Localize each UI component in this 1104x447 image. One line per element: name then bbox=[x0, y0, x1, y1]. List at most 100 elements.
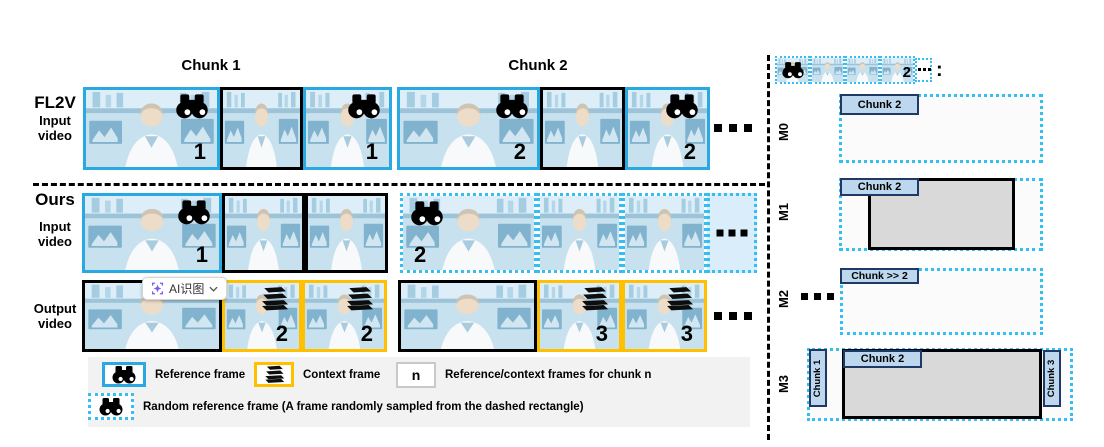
video-frame: 3 bbox=[622, 280, 707, 352]
n-box-swatch: n bbox=[396, 362, 436, 388]
random-reference-frame-swatch bbox=[88, 393, 134, 420]
vertical-dashed-divider bbox=[767, 55, 770, 440]
m3-label: M3 bbox=[776, 374, 791, 394]
binoculars-icon bbox=[664, 93, 700, 119]
m3-chunk1-label: Chunk 1 bbox=[812, 359, 824, 397]
frame-number: 3 bbox=[680, 321, 693, 346]
ellipsis-dots bbox=[918, 68, 931, 71]
frame-number: 1 bbox=[195, 242, 208, 267]
frame-number: 2 bbox=[683, 139, 696, 164]
video-frame: 1 bbox=[82, 193, 222, 273]
video-frame bbox=[622, 193, 707, 273]
ellipsis-dots bbox=[714, 124, 752, 132]
ours-row-label: Ours Input video bbox=[19, 190, 91, 250]
lab-video-still bbox=[540, 283, 619, 349]
video-frame: 2 bbox=[625, 87, 710, 170]
lab-video-still bbox=[847, 58, 878, 82]
binoculars-icon bbox=[781, 61, 805, 79]
chunk1-header: Chunk 1 bbox=[181, 57, 241, 74]
video-frame: 3 bbox=[537, 280, 622, 352]
video-frame bbox=[305, 193, 388, 273]
books-icon bbox=[261, 365, 287, 384]
strip-mini-frame bbox=[775, 56, 810, 84]
fl2v-row-label: FL2V Input video bbox=[19, 93, 91, 144]
video-frame bbox=[398, 280, 537, 352]
legend-random-label: Random reference frame (A frame randomly… bbox=[143, 400, 584, 413]
fl2v-title: FL2V bbox=[34, 93, 76, 112]
m0-chunk-box: Chunk 2 bbox=[840, 94, 919, 115]
frame-number: 2 bbox=[275, 321, 288, 346]
fl2v-sub1: Input bbox=[39, 113, 71, 129]
lab-video-still bbox=[543, 90, 622, 167]
lab-video-still bbox=[777, 58, 808, 82]
books-icon bbox=[256, 286, 292, 312]
legend-context-label: Context frame bbox=[303, 368, 381, 381]
lab-video-still bbox=[225, 196, 302, 270]
context-frame-swatch bbox=[254, 362, 294, 387]
strip-mini-frame bbox=[810, 56, 845, 84]
lab-video-still bbox=[401, 283, 534, 349]
frame-number: 1 bbox=[193, 139, 206, 164]
frame-number: 2 bbox=[414, 242, 427, 267]
legend-item-random: Random reference frame (A frame randomly… bbox=[88, 393, 584, 420]
lab-video-still bbox=[625, 196, 704, 270]
chevron-down-icon bbox=[209, 286, 218, 292]
m1-chunk-box: Chunk 2 bbox=[840, 178, 919, 196]
m0-label: M0 bbox=[776, 122, 791, 142]
lab-video-still bbox=[305, 283, 384, 349]
legend-item-context: Context frame bbox=[254, 362, 380, 387]
ours-title: Ours bbox=[35, 190, 75, 209]
binoculars-icon bbox=[174, 93, 210, 119]
m3-chunk3-box: Chunk 3 bbox=[1043, 350, 1061, 407]
legend-n-label: Reference/context frames for chunk n bbox=[445, 369, 652, 381]
legend-item-n: n Reference/context frames for chunk n bbox=[396, 362, 651, 388]
m1-label: M1 bbox=[776, 202, 791, 222]
m2-chunk-box: Chunk >> 2 bbox=[840, 268, 919, 284]
video-frame: 2 bbox=[302, 280, 387, 352]
frame-number: 2 bbox=[513, 139, 526, 164]
chunk2-header: Chunk 2 bbox=[508, 57, 568, 74]
reference-frame-swatch bbox=[102, 362, 146, 387]
m3-chunk-box: Chunk 2 bbox=[843, 350, 922, 368]
ai-recognize-label: AI识图 bbox=[169, 282, 205, 296]
lab-video-still bbox=[540, 196, 619, 270]
legend: Reference frame Context frame n Referenc… bbox=[88, 357, 750, 427]
ellipsis-dots bbox=[801, 293, 834, 300]
lab-video-still bbox=[625, 283, 704, 349]
m2-label: M2 bbox=[776, 289, 791, 309]
m0-mask-region bbox=[839, 94, 1043, 163]
legend-reference-label: Reference frame bbox=[155, 368, 246, 381]
frame-number: 3 bbox=[595, 321, 608, 346]
lab-video-still bbox=[812, 58, 843, 82]
binoculars-icon bbox=[111, 365, 137, 384]
video-frame: 1 bbox=[303, 87, 392, 170]
frame-number: 2 bbox=[360, 321, 373, 346]
frame-number: 1 bbox=[365, 139, 378, 164]
output-row-label: Output video bbox=[19, 301, 91, 332]
video-frame bbox=[537, 193, 622, 273]
ellipsis-dots bbox=[714, 312, 752, 320]
lab-video-still bbox=[223, 90, 300, 167]
strip-colon: : bbox=[936, 59, 943, 81]
output-sub2: video bbox=[38, 316, 72, 332]
video-frame: 2 bbox=[397, 87, 540, 170]
legend-item-reference: Reference frame bbox=[102, 362, 245, 387]
books-icon bbox=[576, 286, 612, 312]
binoculars-icon bbox=[409, 200, 445, 226]
lab-video-still bbox=[308, 196, 385, 270]
strip-mini-frame: 2 bbox=[880, 56, 915, 84]
binoculars-icon bbox=[98, 397, 124, 416]
video-frame bbox=[222, 193, 305, 273]
binoculars-icon bbox=[176, 199, 212, 225]
m3-chunk1-box: Chunk 1 bbox=[809, 349, 827, 407]
sparkle-scan-icon bbox=[151, 282, 164, 295]
video-frame: 2 bbox=[222, 280, 302, 352]
lab-video-still bbox=[628, 90, 707, 167]
video-frame bbox=[220, 87, 303, 170]
more-frames-placeholder bbox=[707, 193, 757, 273]
video-frame: 2 bbox=[400, 193, 537, 273]
ai-recognize-button[interactable]: AI识图 bbox=[142, 277, 228, 300]
strip-chunk-number: 2 bbox=[902, 64, 911, 81]
fl2v-sub2: video bbox=[38, 128, 72, 144]
